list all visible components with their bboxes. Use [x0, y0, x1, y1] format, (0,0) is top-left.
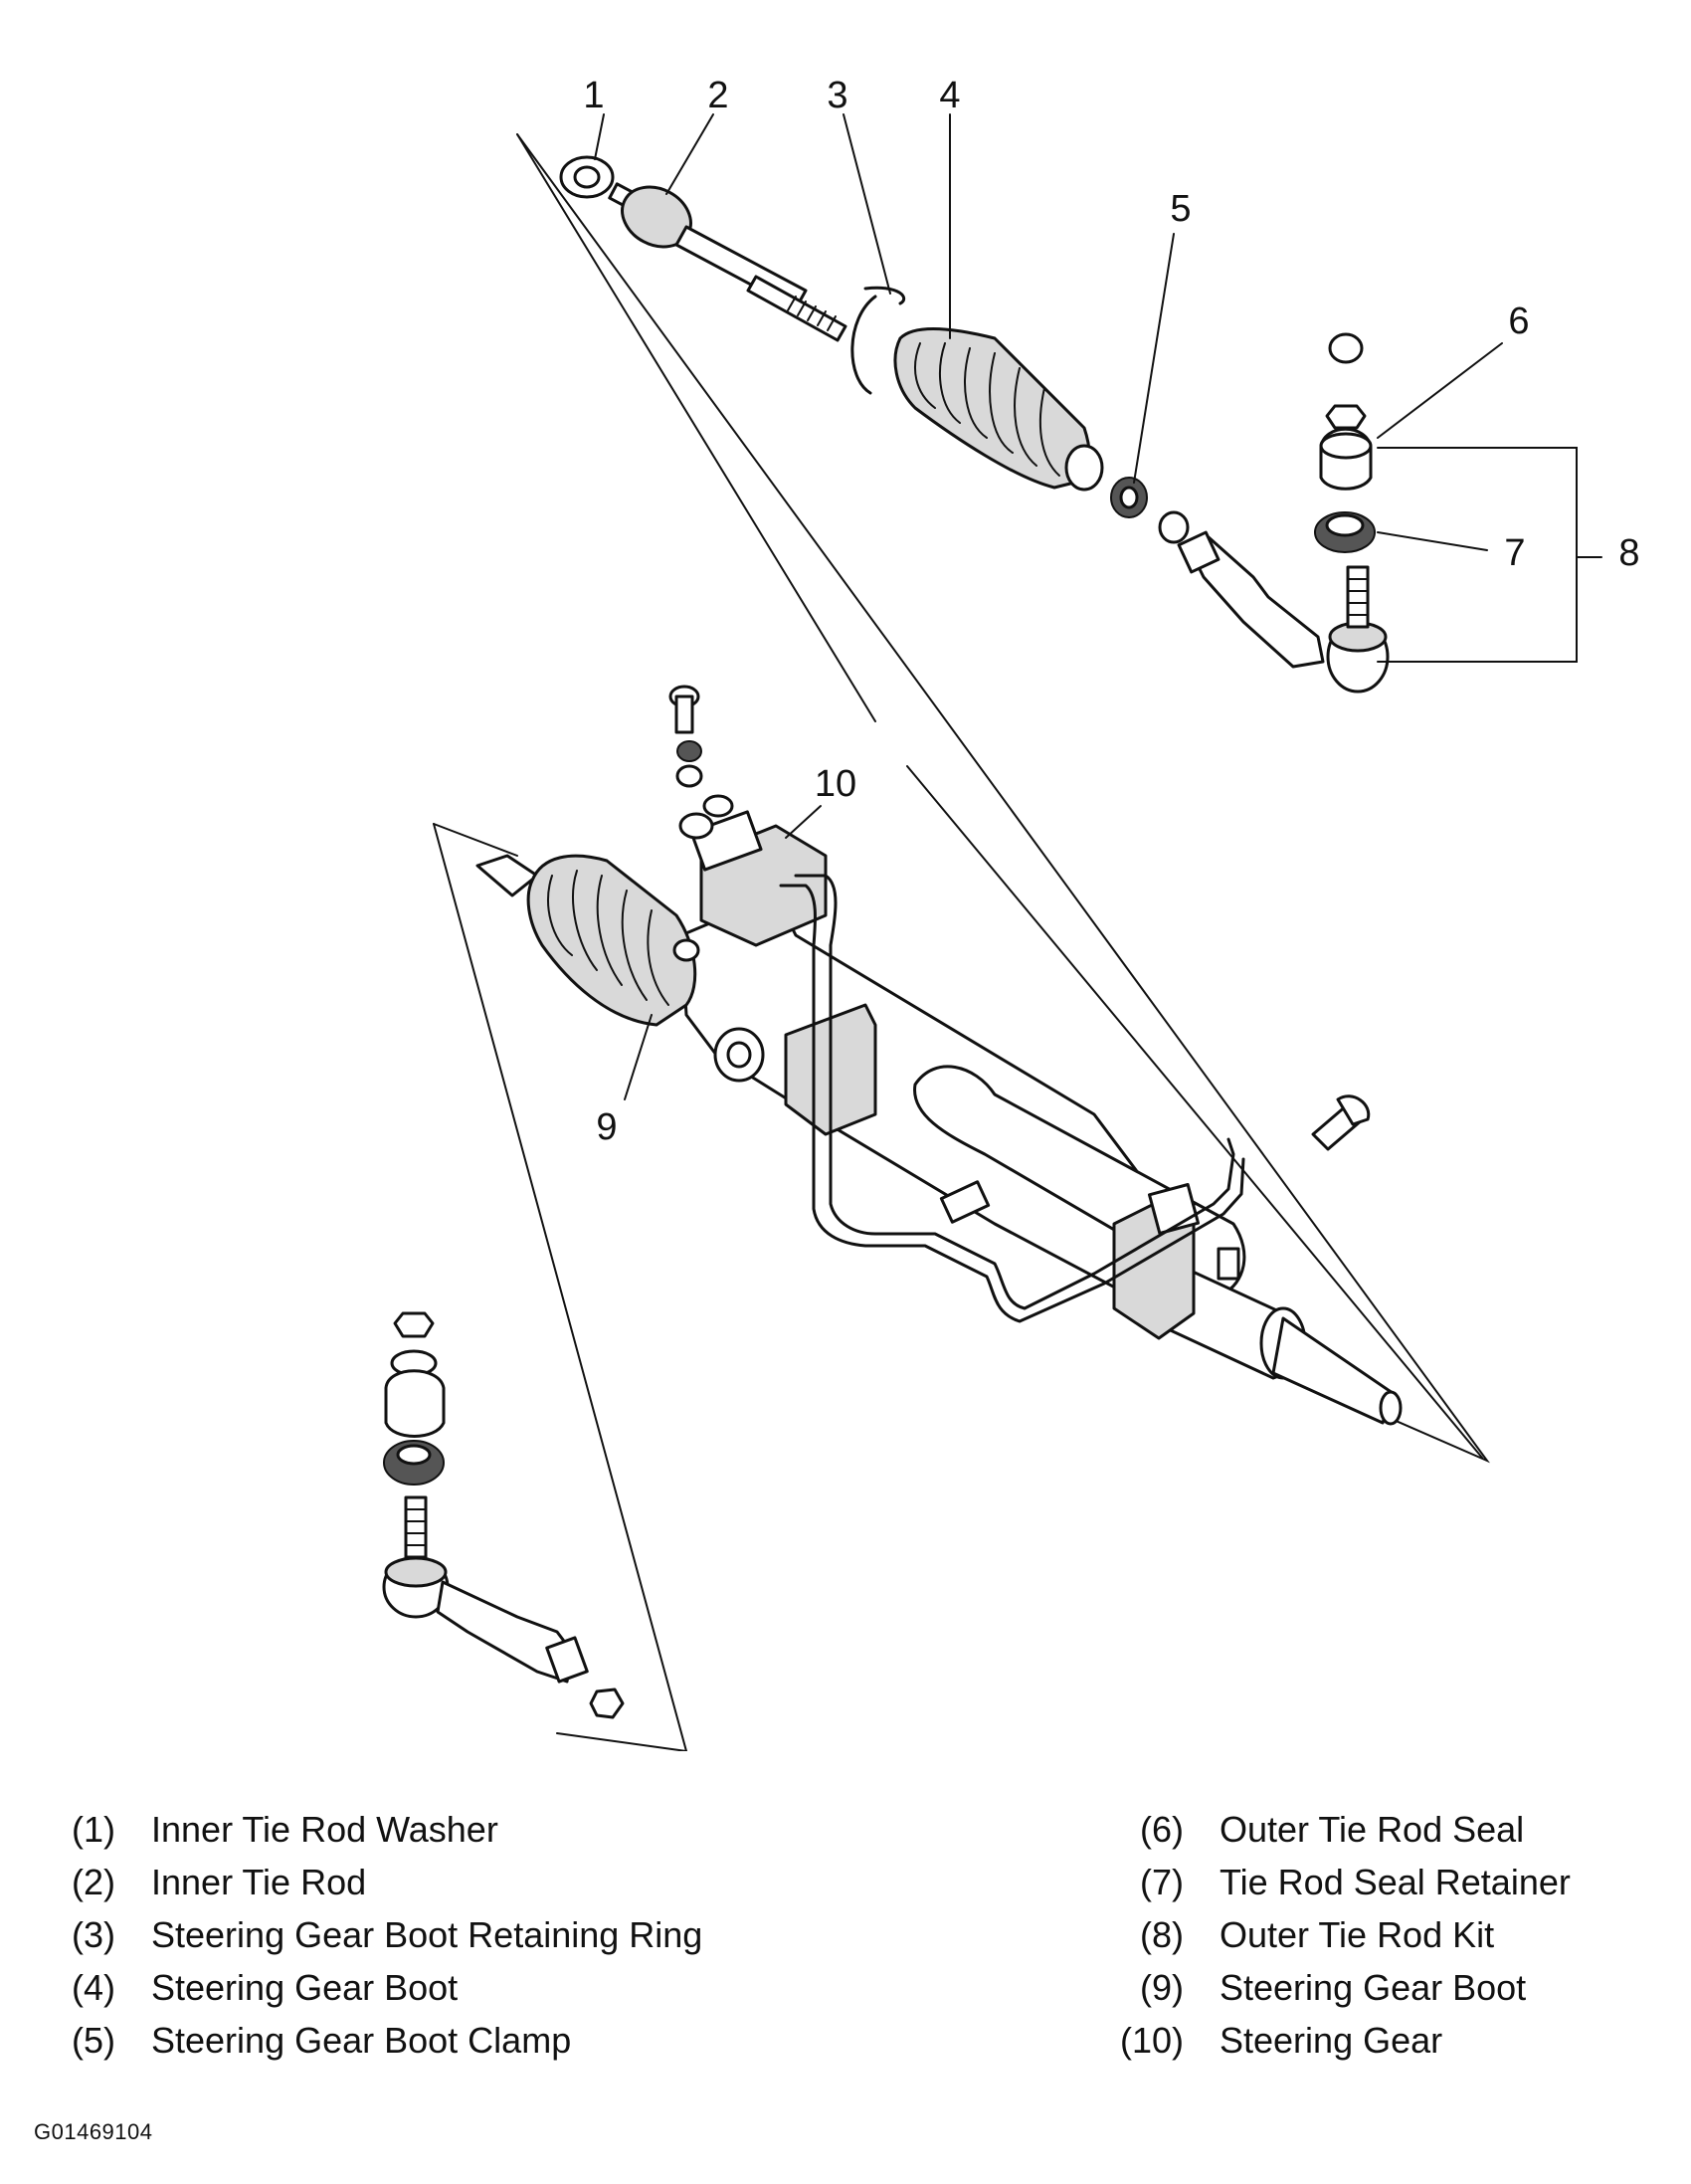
steering-gear-boot-lower [475, 854, 700, 1027]
legend-number: (4) [72, 1967, 115, 2008]
legend-label: Inner Tie Rod Washer [151, 1809, 498, 1850]
legend-item: (6) Outer Tie Rod Seal [1102, 1803, 1679, 1856]
legend-right-column: (6) Outer Tie Rod Seal (7) Tie Rod Seal … [1102, 1803, 1679, 2067]
legend-label: Steering Gear Boot [151, 1967, 459, 2008]
legend-label: Steering Gear Boot [1220, 1967, 1527, 2008]
tie-rod-seal-retainer [1314, 511, 1376, 553]
legend-left-column: (1) Inner Tie Rod Washer (2) Inner Tie R… [34, 1803, 1068, 2067]
legend-item: (7) Tie Rod Seal Retainer [1102, 1856, 1679, 1908]
exploded-steering-diagram: 1 2 3 4 5 6 7 8 9 10 [382, 75, 1640, 1751]
legend-number: (3) [72, 1914, 115, 1955]
inner-tie-rod [608, 182, 847, 342]
callout-numbers: 1 2 3 4 5 6 7 8 9 10 [583, 75, 1639, 1148]
legend-label: Steering Gear [1220, 2020, 1443, 2061]
callout-10: 10 [815, 763, 856, 805]
legend-item: (8) Outer Tie Rod Kit [1102, 1908, 1679, 1961]
callout-1: 1 [583, 75, 604, 116]
legend-number: (5) [72, 2020, 115, 2061]
callout-7: 7 [1504, 532, 1525, 574]
legend-label: Steering Gear Boot Retaining Ring [151, 1914, 703, 1955]
legend-number: (10) [1119, 2020, 1184, 2061]
legend-item: (10) Steering Gear [1102, 2014, 1679, 2067]
callout-2: 2 [707, 75, 728, 116]
figure-id: G01469104 [34, 2119, 153, 2144]
legend-number: (1) [72, 1809, 115, 1850]
legend-number: (9) [1140, 1967, 1184, 2008]
legend-item: (2) Inner Tie Rod [34, 1856, 1068, 1908]
steering-gear-boot-upper [893, 327, 1104, 492]
steering-gear-assembly [668, 685, 1403, 1426]
legend-number: (7) [1140, 1862, 1184, 1902]
boot-retaining-ring [850, 286, 906, 395]
legend-label: Inner Tie Rod [151, 1862, 367, 1902]
outer-tie-rod-upper [1177, 530, 1390, 694]
legend-number: (6) [1140, 1809, 1184, 1850]
inner-tie-rod-washer [559, 155, 615, 199]
legend-label: Tie Rod Seal Retainer [1220, 1862, 1571, 1902]
legend-item: (9) Steering Gear Boot [1102, 1961, 1679, 2014]
legend-number: (8) [1140, 1914, 1184, 1955]
legend-item: (3) Steering Gear Boot Retaining Ring [34, 1908, 1068, 1961]
callout-9: 9 [596, 1106, 617, 1148]
callout-4: 4 [939, 75, 960, 116]
legend-number: (2) [72, 1862, 115, 1902]
callout-3: 3 [827, 75, 847, 116]
legend-label: Steering Gear Boot Clamp [151, 2020, 572, 2061]
legend-item: (1) Inner Tie Rod Washer [34, 1803, 1068, 1856]
callout-6: 6 [1508, 300, 1529, 342]
outer-tie-rod-seal [1319, 332, 1373, 491]
leader-lines [594, 113, 1602, 1100]
callout-8: 8 [1618, 532, 1639, 574]
legend-item: (4) Steering Gear Boot [34, 1961, 1068, 2014]
legend-label: Outer Tie Rod Kit [1220, 1914, 1495, 1955]
steering-gear-boot-clamp [1110, 477, 1190, 544]
outer-tie-rod-lower [382, 1311, 625, 1719]
callout-5: 5 [1170, 188, 1191, 230]
legend-label: Outer Tie Rod Seal [1220, 1809, 1525, 1850]
legend-item: (5) Steering Gear Boot Clamp [34, 2014, 1068, 2067]
